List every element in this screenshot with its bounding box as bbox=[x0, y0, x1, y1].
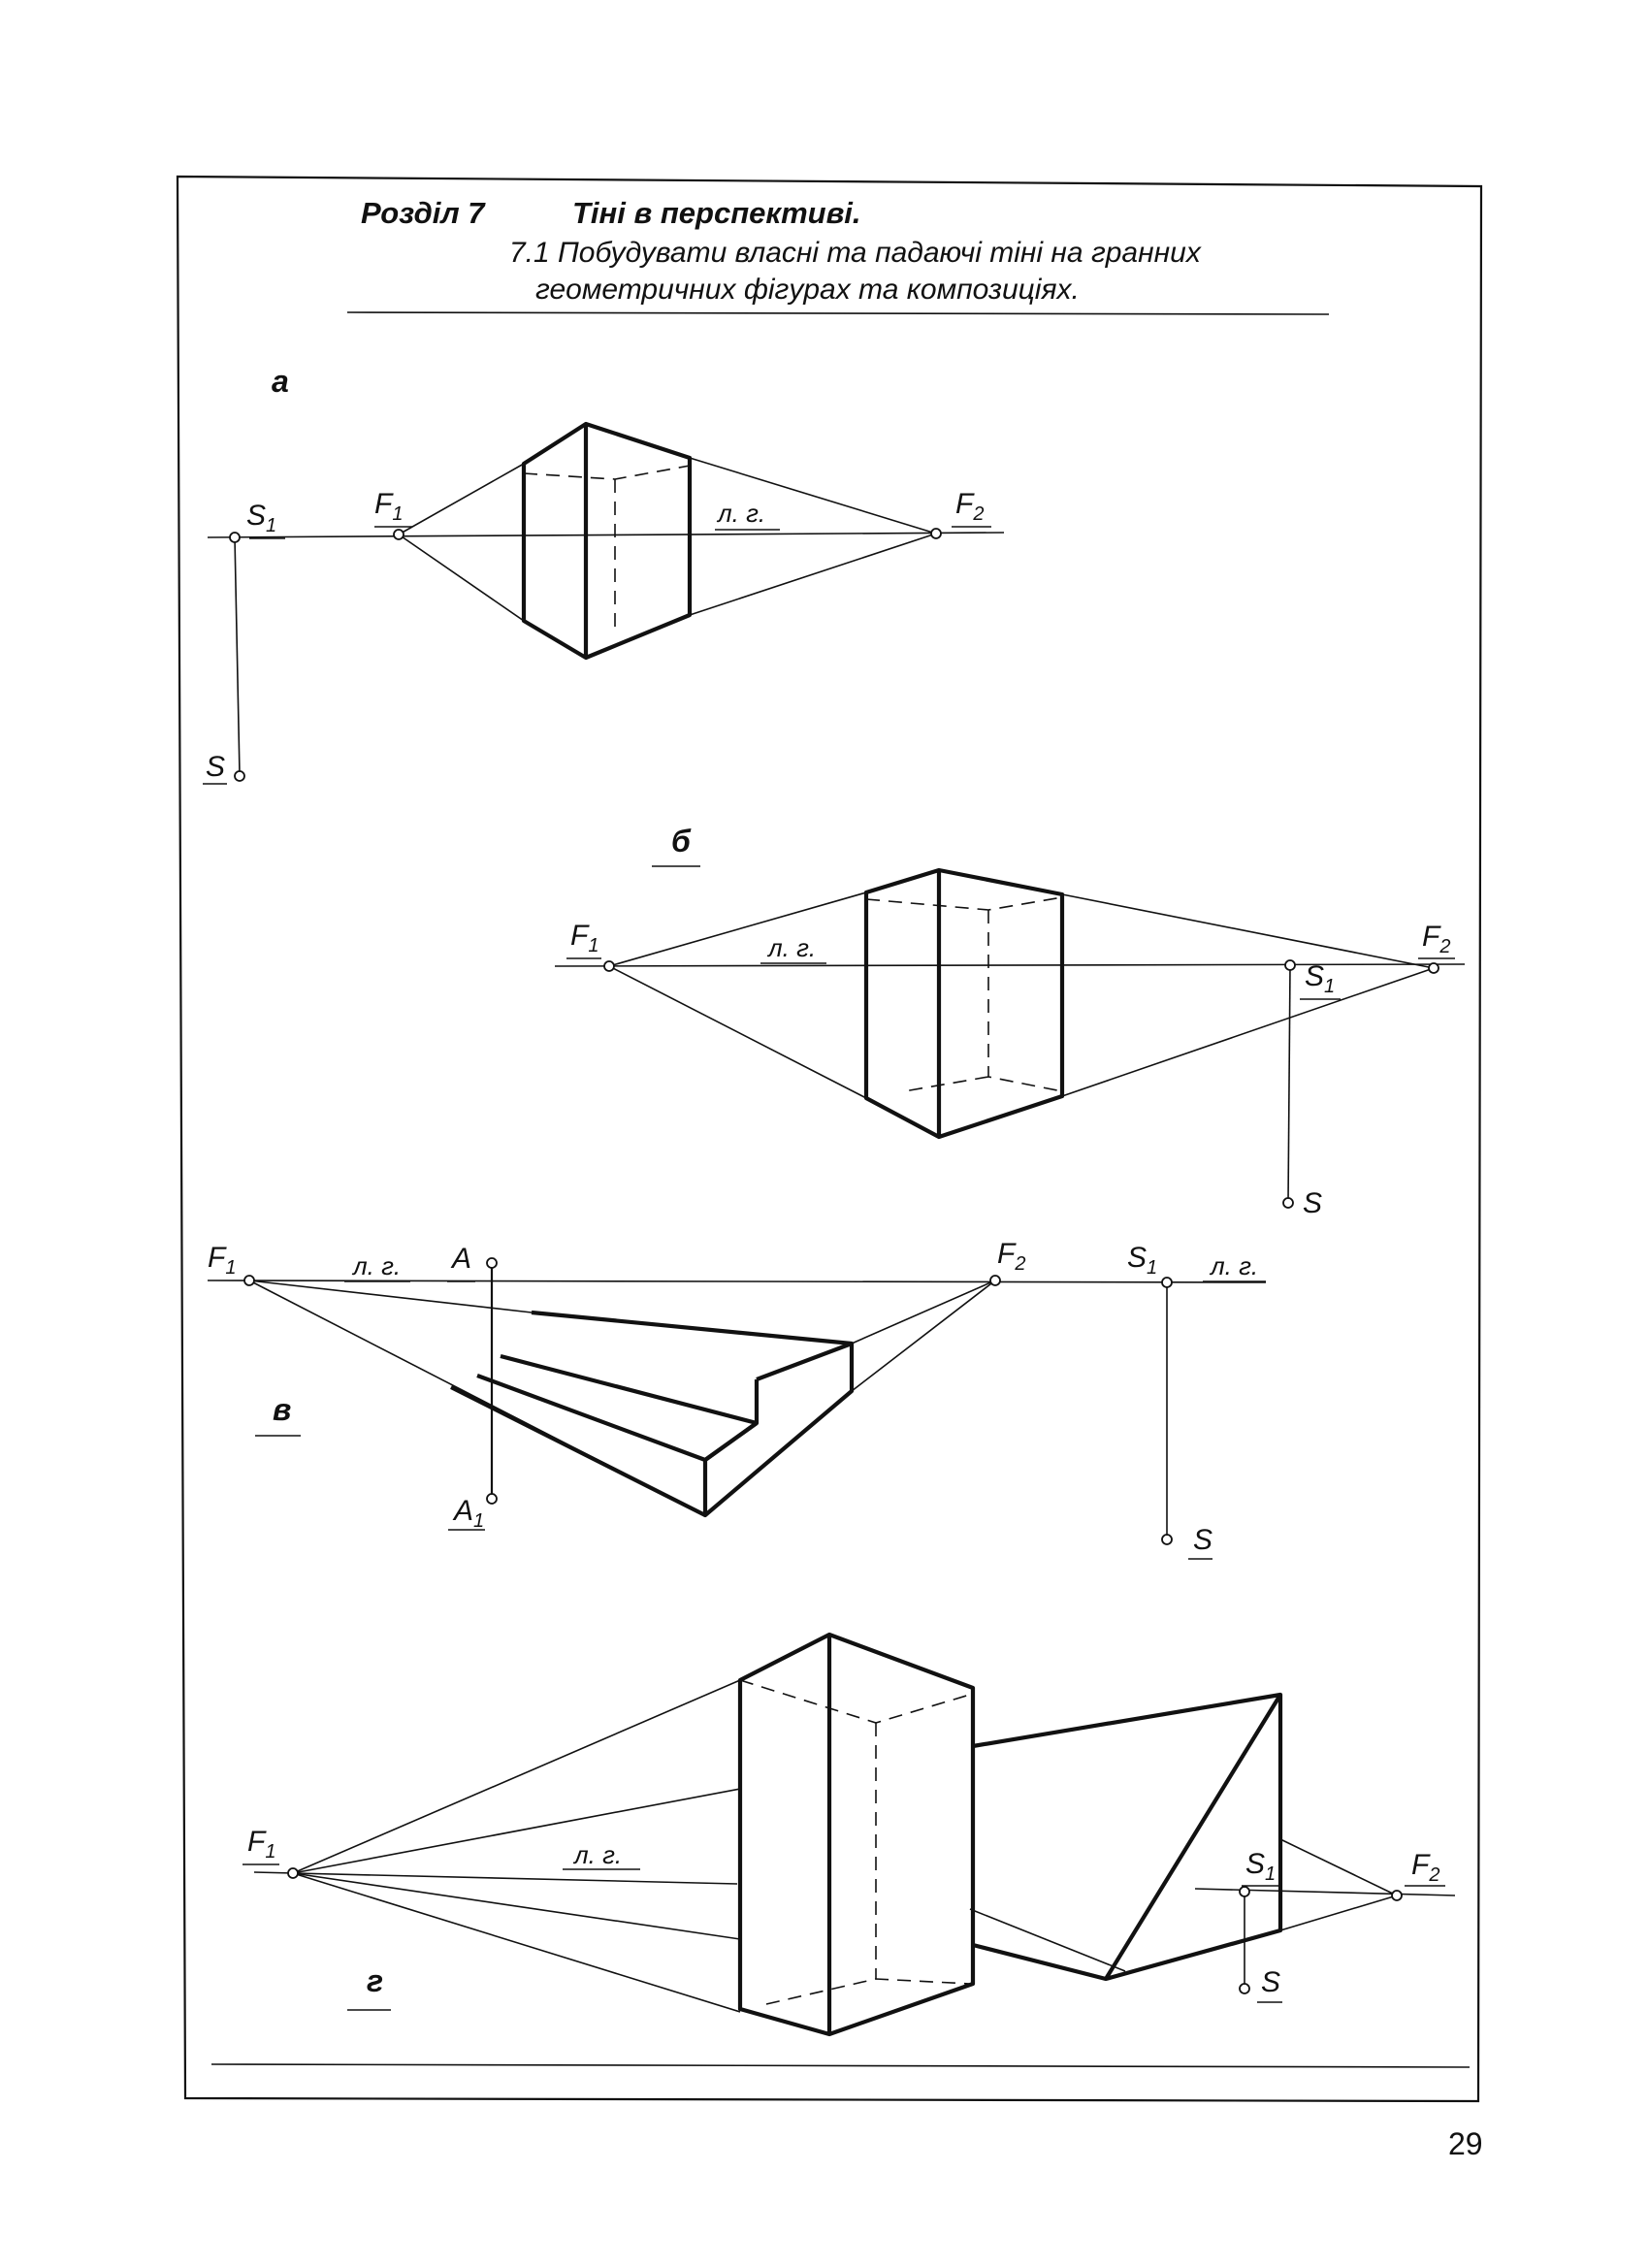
point-s1 bbox=[229, 532, 241, 543]
label-s1: S1 bbox=[246, 500, 276, 536]
horizon-label-right: л. г. bbox=[1209, 1251, 1258, 1280]
label-f2: F2 bbox=[955, 488, 984, 525]
horizon-line-right bbox=[1194, 1888, 1456, 1896]
figure-b-label: б bbox=[671, 824, 692, 859]
horizon-line bbox=[554, 963, 1466, 967]
point-f1 bbox=[243, 1275, 255, 1286]
label-a1: A1 bbox=[452, 1495, 484, 1532]
figure-v: в F1 л. г. A A1 F2 S1 bbox=[207, 1238, 1267, 1560]
horizon-label: л. г. bbox=[572, 1840, 622, 1869]
point-f1 bbox=[287, 1867, 299, 1879]
wedge bbox=[972, 1692, 1283, 1982]
vertical-s1-s bbox=[1287, 964, 1291, 1204]
figure-g-label: г bbox=[367, 1963, 383, 1998]
horizon-line-left bbox=[253, 1871, 738, 1885]
label-s: S bbox=[1261, 1966, 1280, 1998]
point-s1 bbox=[1239, 1886, 1250, 1897]
label-f2: F2 bbox=[997, 1238, 1025, 1275]
page-frame bbox=[176, 175, 1483, 2103]
figure-a-label: а bbox=[272, 364, 289, 399]
label-a: A bbox=[450, 1243, 471, 1275]
label-f1: F1 bbox=[570, 920, 598, 956]
point-a1 bbox=[486, 1493, 498, 1505]
point-s bbox=[1161, 1534, 1173, 1545]
point-f2 bbox=[1428, 962, 1439, 974]
point-s1 bbox=[1161, 1277, 1173, 1288]
figure-b: б F1 л. г. S1 F2 S bbox=[554, 824, 1466, 1219]
point-f2 bbox=[989, 1275, 1001, 1286]
point-s1 bbox=[1284, 959, 1296, 971]
prism bbox=[521, 421, 693, 661]
section-title: Тіні в перспективі. bbox=[572, 196, 861, 230]
point-f1 bbox=[603, 960, 615, 972]
vertical-s1-s bbox=[234, 536, 241, 775]
prism bbox=[737, 1632, 976, 2037]
label-s1: S1 bbox=[1305, 960, 1335, 997]
label-s1: S1 bbox=[1245, 1848, 1276, 1885]
figure-g: г F1 л. г. bbox=[242, 1632, 1456, 2037]
point-s bbox=[1282, 1197, 1294, 1209]
figure-a: а S1 F1 л. г. F2 S bbox=[203, 364, 1005, 785]
point-f2 bbox=[930, 528, 942, 539]
label-f2: F2 bbox=[1422, 921, 1450, 957]
page-header: Розділ 7 Тіні в перспективі. 7.1 Побудув… bbox=[346, 196, 1330, 315]
horizon-line bbox=[207, 532, 1005, 538]
horizon-label: л. г. bbox=[766, 933, 816, 962]
label-s: S bbox=[206, 751, 225, 783]
page-number: 29 bbox=[1448, 2126, 1483, 2161]
label-s1: S1 bbox=[1127, 1242, 1157, 1279]
label-f1: F1 bbox=[208, 1242, 236, 1279]
label-s: S bbox=[1303, 1187, 1322, 1219]
section-label: Розділ 7 bbox=[361, 196, 486, 230]
point-a bbox=[486, 1257, 498, 1269]
prism bbox=[863, 867, 1065, 1140]
task-text-line2: геометричних фігурах та композиціях. bbox=[535, 274, 1080, 306]
task-text-line1: 7.1 Побудувати власні та падаючі тіні на… bbox=[509, 237, 1202, 269]
point-f1 bbox=[393, 529, 404, 540]
label-f1: F1 bbox=[247, 1826, 275, 1863]
point-f2 bbox=[1391, 1890, 1403, 1901]
horizon-label: л. г. bbox=[716, 499, 765, 528]
stairs bbox=[450, 1310, 855, 1518]
horizon-label-left: л. г. bbox=[351, 1251, 401, 1280]
label-f2: F2 bbox=[1411, 1849, 1439, 1886]
label-f1: F1 bbox=[374, 488, 403, 525]
point-s bbox=[1239, 1983, 1250, 1994]
header-rule bbox=[346, 311, 1330, 315]
label-s: S bbox=[1193, 1524, 1212, 1556]
figure-v-label: в bbox=[273, 1392, 291, 1427]
point-s bbox=[234, 770, 245, 782]
